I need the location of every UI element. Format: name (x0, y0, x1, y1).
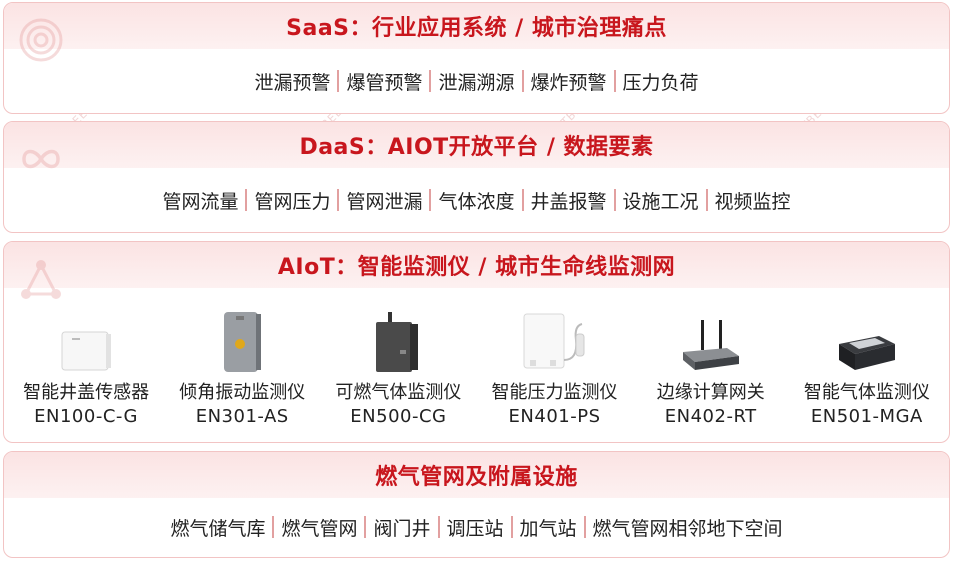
saas-item: 爆管预警 (346, 71, 423, 94)
infinity-icon (22, 149, 60, 169)
facility-header: 燃气管网及附属设施 (4, 452, 949, 498)
device-name: 智能压力监测仪 (491, 382, 618, 403)
divider (613, 70, 616, 92)
divider (245, 189, 248, 211)
device-model: EN500-CG (350, 406, 447, 427)
daas-item: 视频监控 (714, 190, 791, 213)
facility-item: 燃气储气库 (170, 517, 266, 540)
device-model: EN401-PS (508, 406, 601, 427)
saas-layer: SaaS：行业应用系统 / 城市治理痛点 泄漏预警 爆管预警 泄漏溯源 爆炸预警… (3, 2, 950, 114)
sensor-box-icon (46, 302, 126, 374)
aiot-header: AIoT：智能监测仪 / 城市生命线监测网 (4, 242, 949, 288)
daas-item: 设施工况 (622, 190, 699, 213)
facility-item: 阀门井 (373, 517, 431, 540)
device-name: 智能气体监测仪 (803, 382, 930, 403)
divider (364, 516, 367, 538)
device-card: 边缘计算网关 EN402-RT (633, 302, 789, 427)
saas-item-list: 泄漏预警 爆管预警 泄漏溯源 爆炸预警 压力负荷 (4, 49, 949, 113)
divider (337, 189, 340, 211)
daas-item: 气体浓度 (438, 190, 515, 213)
divider (429, 189, 432, 211)
divider (705, 189, 708, 211)
divider (437, 516, 440, 538)
device-model: EN402-RT (664, 406, 757, 427)
pressure-meter-icon (515, 302, 595, 374)
device-name: 倾角振动监测仪 (179, 382, 306, 403)
facility-title: 燃气管网及附属设施 (375, 465, 578, 490)
gas-detector-icon (358, 302, 438, 374)
divider (272, 516, 275, 538)
device-card: 智能气体监测仪 EN501-MGA (789, 302, 945, 427)
network-nodes-icon (21, 260, 61, 299)
device-name: 可燃气体监测仪 (335, 382, 462, 403)
saas-item: 泄漏溯源 (438, 71, 515, 94)
divider (521, 70, 524, 92)
daas-item: 管网流量 (162, 190, 239, 213)
divider (510, 516, 513, 538)
saas-header: SaaS：行业应用系统 / 城市治理痛点 (4, 3, 949, 49)
facility-item: 燃气管网相邻地下空间 (592, 517, 783, 540)
device-card: 倾角振动监测仪 EN301-AS (164, 302, 320, 427)
daas-item-list: 管网流量 管网压力 管网泄漏 气体浓度 井盖报警 设施工况 视频监控 (4, 168, 949, 232)
saas-item: 爆炸预警 (530, 71, 607, 94)
saas-title: SaaS：行业应用系统 / 城市治理痛点 (286, 16, 667, 41)
aiot-title: AIoT：智能监测仪 / 城市生命线监测网 (277, 255, 676, 280)
device-model: EN501-MGA (810, 406, 923, 427)
vibration-meter-icon (202, 302, 282, 374)
daas-title: DaaS：AIOT开放平台 / 数据要素 (299, 135, 654, 160)
divider (521, 189, 524, 211)
device-model: EN301-AS (195, 406, 289, 427)
device-card: 智能井盖传感器 EN100-C-G (8, 302, 164, 427)
aiot-layer: AIoT：智能监测仪 / 城市生命线监测网 智能井盖传感器 EN100-C-G (3, 241, 950, 443)
daas-item: 井盖报警 (530, 190, 607, 213)
daas-header: DaaS：AIOT开放平台 / 数据要素 (4, 122, 949, 168)
device-list: 智能井盖传感器 EN100-C-G 倾角振动监测仪 EN301-AS (4, 302, 949, 427)
daas-item: 管网压力 (254, 190, 331, 213)
gas-analyzer-icon (827, 302, 907, 374)
device-model: EN100-C-G (34, 406, 139, 427)
facility-item-list: 燃气储气库 燃气管网 阀门井 调压站 加气站 燃气管网相邻地下空间 (4, 498, 949, 556)
facility-layer: 燃气管网及附属设施 燃气储气库 燃气管网 阀门井 调压站 加气站 燃气管网相邻地… (3, 451, 950, 558)
target-icon (19, 18, 63, 62)
daas-layer: DaaS：AIOT开放平台 / 数据要素 管网流量 管网压力 管网泄漏 气体浓度… (3, 121, 950, 233)
facility-item: 燃气管网 (281, 517, 358, 540)
device-card: 可燃气体监测仪 EN500-CG (320, 302, 476, 427)
edge-gateway-icon (671, 302, 751, 374)
saas-item: 泄漏预警 (254, 71, 331, 94)
facility-item: 调压站 (446, 517, 504, 540)
saas-item: 压力负荷 (622, 71, 699, 94)
device-card: 智能压力监测仪 EN401-PS (477, 302, 633, 427)
divider (429, 70, 432, 92)
divider (613, 189, 616, 211)
divider (337, 70, 340, 92)
device-name: 智能井盖传感器 (23, 382, 150, 403)
facility-item: 加气站 (519, 517, 577, 540)
divider (583, 516, 586, 538)
daas-item: 管网泄漏 (346, 190, 423, 213)
device-name: 边缘计算网关 (656, 382, 765, 403)
